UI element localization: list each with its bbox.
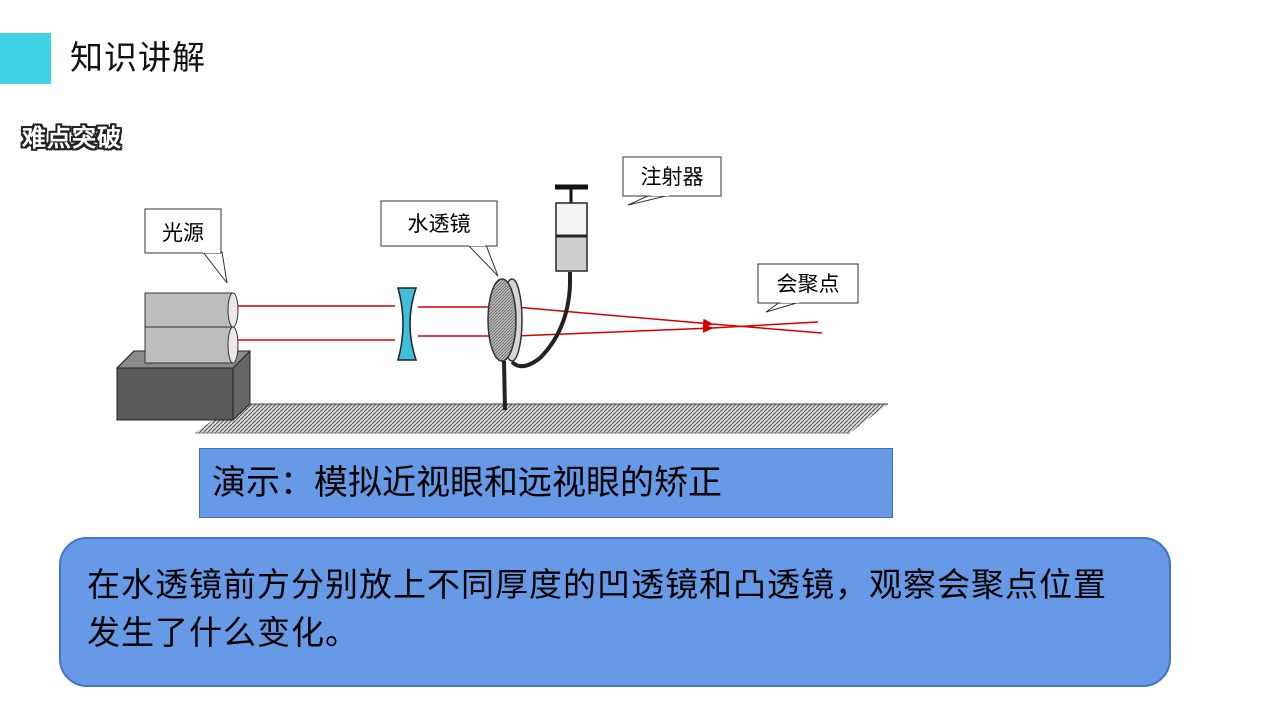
callout-water-lens-label: 水透镜 xyxy=(408,212,471,236)
table-surface xyxy=(195,403,888,434)
water-lens xyxy=(487,278,523,411)
demo-title-box: 演示：模拟近视眼和远视眼的矫正 xyxy=(199,448,893,518)
callout-water-lens: 水透镜 xyxy=(380,200,499,277)
callout-syringe-label: 注射器 xyxy=(641,165,704,189)
page-title: 知识讲解 xyxy=(70,38,206,77)
callout-syringe: 注射器 xyxy=(622,156,722,206)
light-source xyxy=(115,292,252,421)
syringe xyxy=(510,184,588,369)
concave-lens xyxy=(397,287,418,361)
section-label: 难点突破 xyxy=(22,124,122,152)
callout-light-source: 光源 xyxy=(144,208,228,284)
callout-focal-point: 会聚点 xyxy=(757,263,859,313)
light-beams xyxy=(238,305,823,341)
question-box: 在水透镜前方分别放上不同厚度的凹透镜和凸透镜，观察会聚点位置发生了什么变化。 xyxy=(59,537,1171,687)
callout-light-source-label: 光源 xyxy=(162,221,204,245)
header-accent-bar xyxy=(0,33,51,84)
callout-focal-point-label: 会聚点 xyxy=(777,272,840,296)
